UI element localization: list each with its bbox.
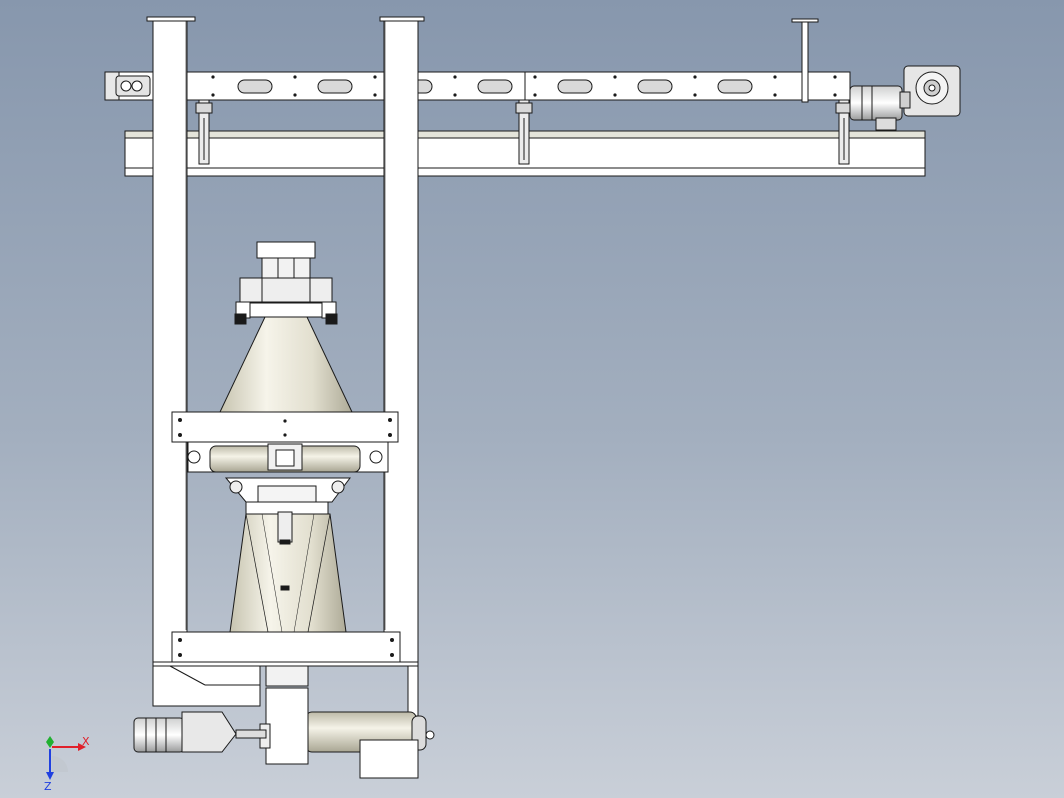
clamp-assembly bbox=[224, 477, 351, 517]
rail-bolts bbox=[211, 75, 837, 97]
axis-triad: X Z bbox=[44, 735, 90, 793]
sensor-rod bbox=[791, 18, 819, 103]
upper-cone bbox=[219, 316, 353, 413]
hanger-bracket-2 bbox=[515, 99, 533, 165]
frame-column-left bbox=[146, 16, 196, 667]
lower-cone bbox=[229, 511, 347, 633]
base-bracket bbox=[152, 665, 419, 717]
gearbox bbox=[899, 65, 961, 117]
hopper-inlet bbox=[234, 241, 338, 325]
z-axis-label: Z bbox=[44, 780, 52, 793]
x-axis-head bbox=[78, 743, 86, 751]
cross-plate-lower bbox=[152, 631, 419, 667]
x-axis-label: X bbox=[82, 735, 90, 748]
feed-motor bbox=[133, 711, 267, 753]
hanger-bracket-3 bbox=[835, 99, 853, 165]
conveyor-rail bbox=[104, 71, 851, 101]
cross-plate-upper bbox=[171, 411, 399, 443]
conveyor-motor bbox=[849, 65, 961, 131]
y-axis-marker bbox=[46, 736, 54, 748]
z-axis-head bbox=[46, 772, 54, 780]
frame-column-right bbox=[379, 16, 425, 667]
hanger-bracket-1 bbox=[195, 99, 213, 165]
bin-ring bbox=[187, 441, 389, 473]
